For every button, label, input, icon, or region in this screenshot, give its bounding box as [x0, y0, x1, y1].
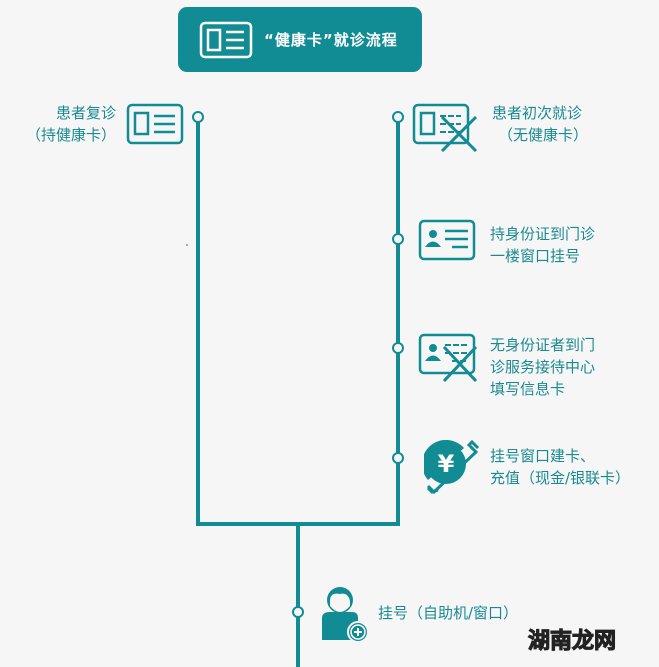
id-card-step-label: 持身份证到门诊 一楼窗口挂号: [490, 223, 595, 267]
register-step-label: 挂号（自助机/窗口）: [378, 602, 518, 624]
watermark-part1: 湖南: [527, 629, 573, 655]
label-line: 充值（现金/银联卡）: [490, 469, 631, 487]
watermark-logo: 湖南龙网: [527, 623, 617, 655]
flow-title-banner: “健康卡”就诊流程: [178, 7, 422, 72]
health-card-icon: [199, 21, 253, 58]
register-step-node: [292, 606, 304, 618]
payment-step-node: [392, 452, 404, 464]
flow-title: “健康卡”就诊流程: [264, 31, 398, 49]
id-card-step-node: [392, 233, 404, 245]
label-line: 一楼窗口挂号: [490, 247, 581, 265]
yuan-payment-icon: ¥: [424, 440, 480, 495]
label-line: 患者复诊: [55, 104, 116, 122]
no-id-step-label: 无身份证者到门 诊服务接待中心 填写信息卡: [490, 334, 595, 400]
health-card-icon: [126, 103, 184, 145]
label-line: 诊服务接待中心: [490, 358, 596, 376]
label-line: 挂号窗口建卡、: [490, 447, 596, 465]
left-branch-line: [196, 122, 200, 526]
label-line: 填写信息卡: [490, 380, 566, 398]
no-id-step-node: [392, 342, 404, 354]
first-visit-label: 患者初次就诊 （无健康卡）: [492, 102, 588, 146]
add-user-icon: [322, 587, 369, 643]
label-line: （无健康卡）: [498, 126, 589, 144]
svg-text:¥: ¥: [438, 450, 455, 478]
label-line: 无身份证者到门: [490, 336, 596, 354]
label-line: （持健康卡）: [25, 126, 116, 144]
right-start-node: [392, 111, 404, 123]
payment-step-label: 挂号窗口建卡、 充值（现金/银联卡）: [490, 445, 630, 489]
label-line: 持身份证到门诊: [490, 225, 596, 243]
watermark-part2: 龙网: [572, 629, 617, 655]
no-id-card-icon: [418, 333, 478, 383]
right-branch-line: [396, 122, 400, 526]
label-line: 挂号（自助机/窗口）: [378, 604, 519, 622]
no-health-card-icon: [412, 103, 478, 153]
stray-dot: [186, 244, 188, 246]
main-line: [296, 522, 300, 667]
left-start-node: [192, 111, 204, 123]
label-line: 患者初次就诊: [492, 104, 583, 122]
returning-patient-label: 患者复诊 （持健康卡）: [14, 102, 116, 146]
id-card-icon: [418, 219, 476, 261]
